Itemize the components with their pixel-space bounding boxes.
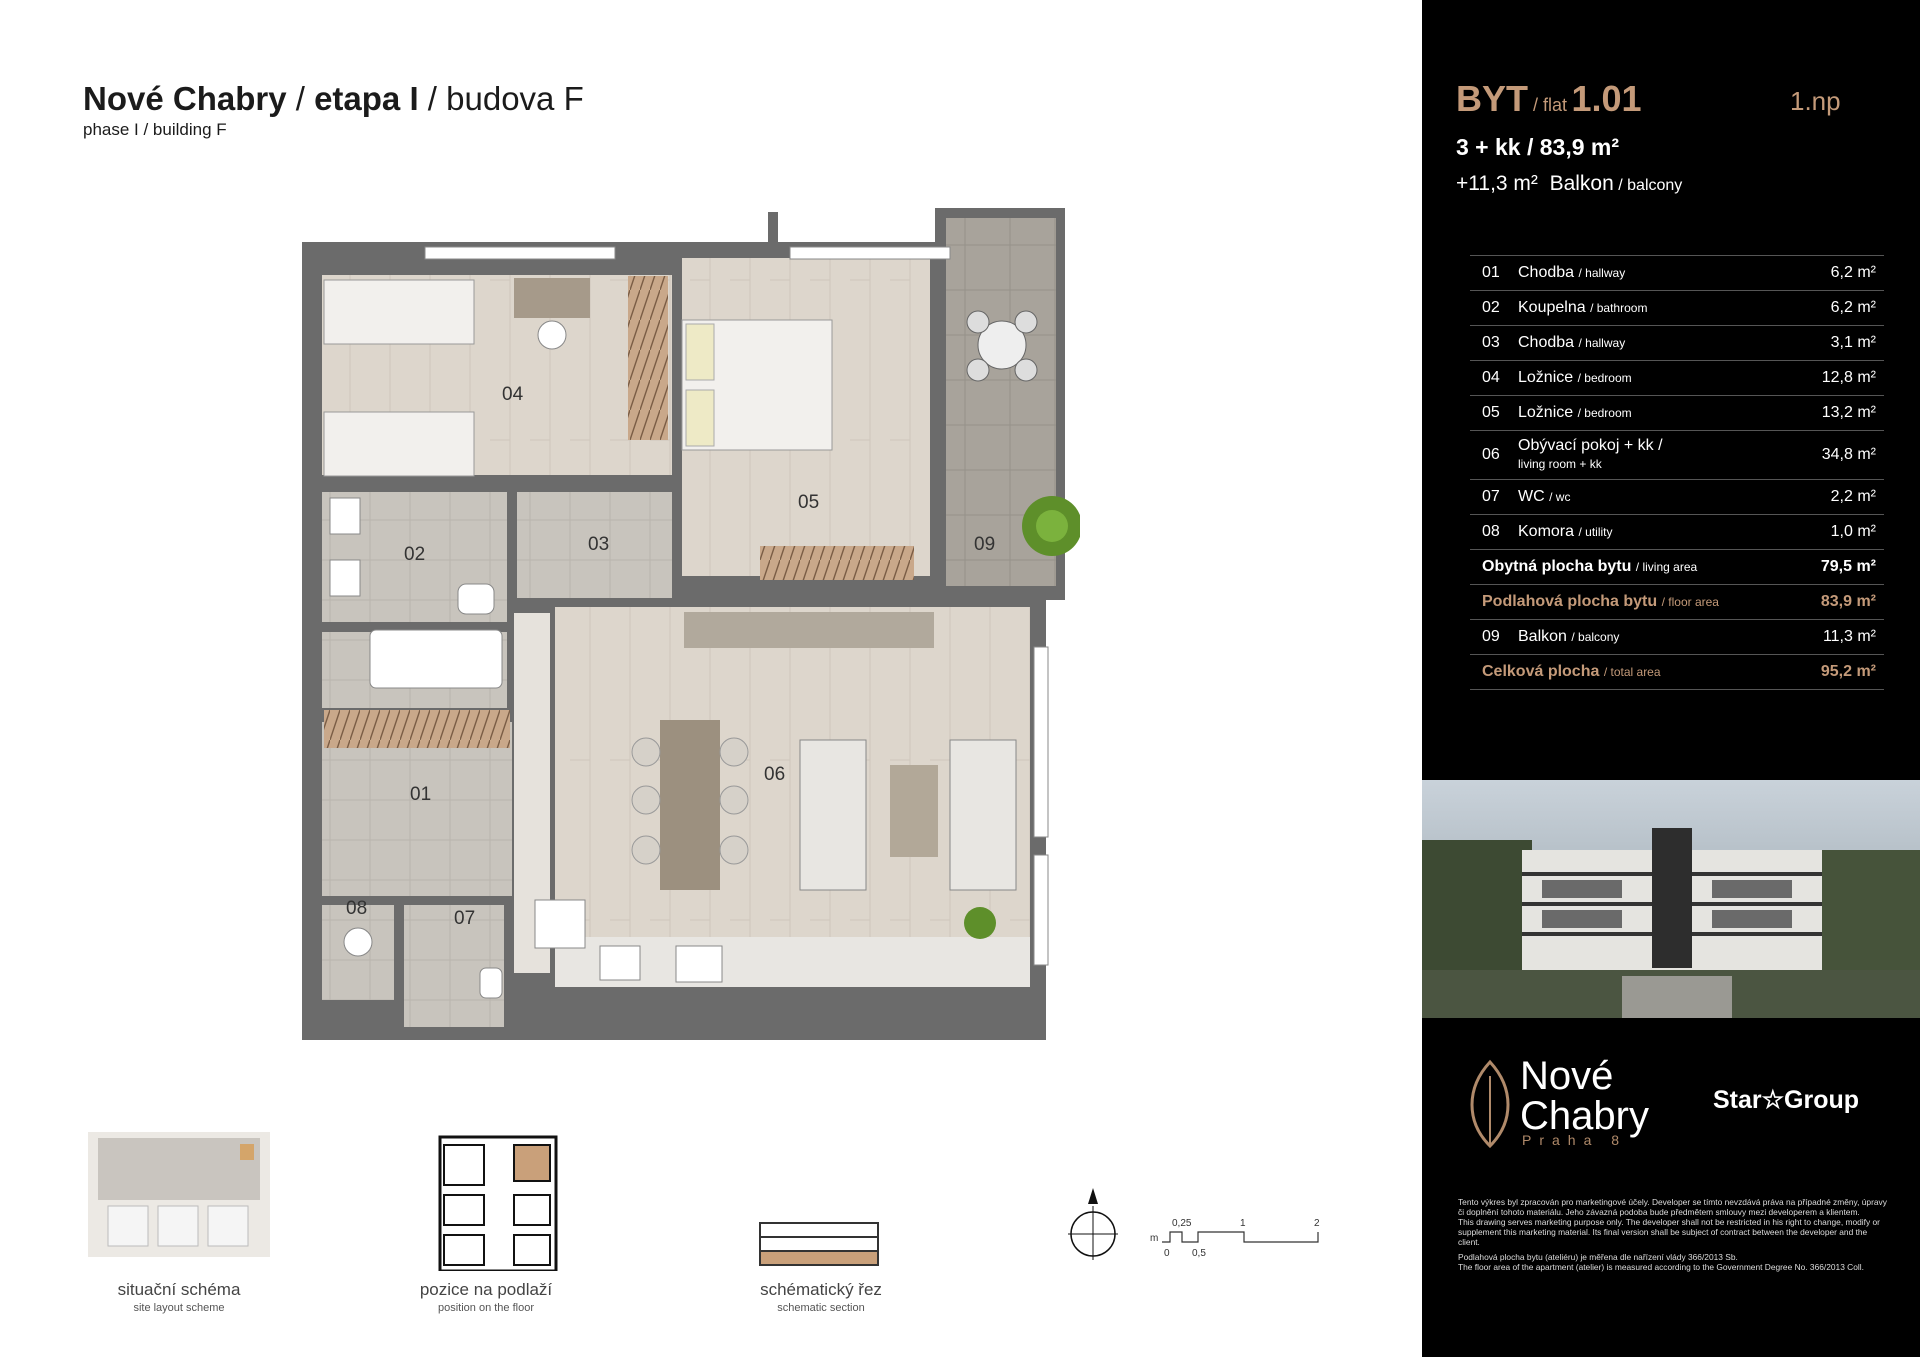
room-label-06: 06 <box>764 764 785 785</box>
page-subtitle: phase I / building F <box>83 120 227 139</box>
room-label-01: 01 <box>410 784 431 805</box>
developer-logo: Star☆Group <box>1713 1086 1860 1114</box>
room-03 <box>517 492 672 598</box>
scale-bar: m 0,25 1 2 0 0,5 <box>1150 1218 1320 1259</box>
project-name: Nové Chabry <box>83 80 287 117</box>
brand-line1: Nové <box>1520 1054 1614 1098</box>
room-label-05: 05 <box>798 492 819 513</box>
balcony-label-en: balcony <box>1627 177 1683 194</box>
flat-title: BYT / flat 1.01 <box>1456 78 1642 119</box>
scale-tick-025: 0,25 <box>1172 1218 1192 1229</box>
flat-label-en: flat <box>1543 95 1568 115</box>
page-title: Nové Chabry / etapa I / budova F <box>83 80 584 117</box>
scale-tick-2: 2 <box>1314 1218 1320 1229</box>
phase-name: etapa I <box>314 80 419 117</box>
room-label-08: 08 <box>346 898 367 919</box>
room-label-09: 09 <box>974 534 995 555</box>
room-07 <box>404 905 504 1027</box>
schematic-section <box>759 1222 879 1266</box>
scale-tick-05: 0,5 <box>1192 1248 1206 1259</box>
brand-city: Praha 8 <box>1522 1132 1628 1148</box>
building-render <box>1422 780 1920 1018</box>
balcony-area: +11,3 m² <box>1456 172 1538 195</box>
brand-logo: Nové Chabry <box>1520 1056 1649 1136</box>
building-name: budova F <box>446 80 584 117</box>
table-top-rule <box>1470 255 1884 256</box>
flat-number: 1.01 <box>1571 78 1642 119</box>
scale-unit: m <box>1150 1233 1158 1244</box>
brand-line2: Chabry <box>1520 1094 1649 1138</box>
flat-layout: 3 + kk / 83,9 m² <box>1456 134 1620 160</box>
floor-plan: 04 05 09 02 03 06 01 08 07 <box>302 208 1080 1040</box>
scheme-subtitle-floor: position on the floor <box>437 1302 534 1314</box>
room-label-07: 07 <box>454 908 475 929</box>
scheme-title-site: situační schéma <box>117 1280 241 1299</box>
disclaimer: Tento výkres byl zpracován pro marketing… <box>1458 1197 1887 1272</box>
scheme-title-floor: pozice na podlaží <box>419 1280 553 1299</box>
north-arrow-icon <box>1068 1188 1118 1260</box>
floor-position-scheme <box>438 1135 558 1271</box>
scheme-subtitle-site: site layout scheme <box>133 1302 225 1314</box>
balcony-label: Balkon <box>1549 172 1614 195</box>
flat-label: BYT <box>1456 78 1528 119</box>
room-label-03: 03 <box>588 534 609 555</box>
room-01 <box>322 722 512 896</box>
room-label-02: 02 <box>404 544 425 565</box>
site-layout-scheme <box>88 1132 270 1257</box>
floor-label: 1.np <box>1790 86 1841 116</box>
leaf-logo-icon <box>1470 1059 1510 1148</box>
scale-tick-0: 0 <box>1164 1248 1170 1259</box>
flat-balcony: +11,3 m² Balkon / balcony <box>1456 172 1683 195</box>
scheme-subtitle-section: schematic section <box>777 1302 865 1314</box>
room-label-04: 04 <box>502 384 524 405</box>
info-panel <box>1422 0 1920 1357</box>
scale-tick-1: 1 <box>1240 1218 1246 1229</box>
scheme-title-section: schématický řez <box>760 1280 882 1299</box>
